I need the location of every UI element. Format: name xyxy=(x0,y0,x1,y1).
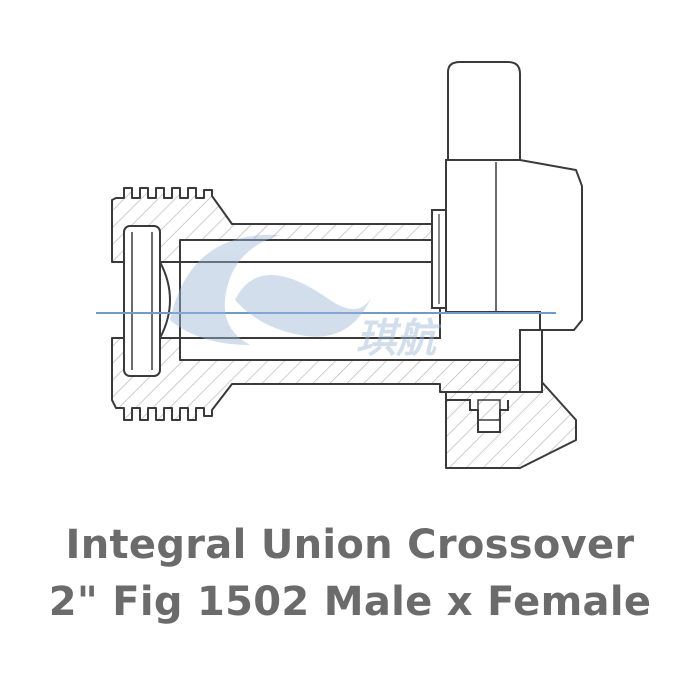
male-body-upper-section xyxy=(111,187,441,263)
female-sub-thread xyxy=(446,329,543,433)
watermark-text: 琪航 xyxy=(356,316,442,362)
wing-nut-body-upper xyxy=(445,159,583,331)
caption-subtitle: 2" Fig 1502 Male x Female xyxy=(48,579,652,625)
caption-title: Integral Union Crossover xyxy=(65,522,635,568)
fitting-cross-section-drawing: 琪航 xyxy=(96,61,583,469)
wing-nut-body-lower xyxy=(445,379,577,469)
male-seal-groove xyxy=(123,225,161,377)
seal-ring xyxy=(431,209,447,309)
watermark-logo: 琪航 xyxy=(170,234,442,362)
wing-nut-lug xyxy=(447,61,521,161)
